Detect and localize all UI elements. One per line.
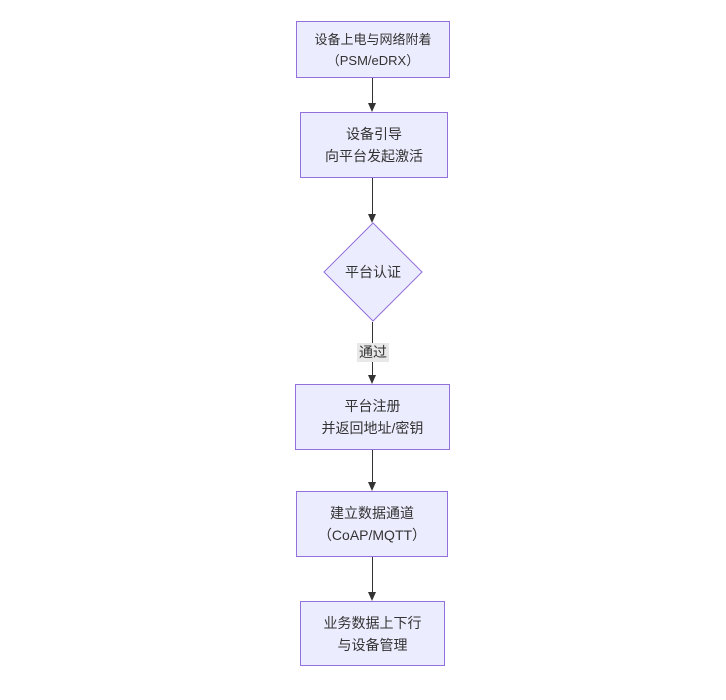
arrow-head-icon (368, 482, 376, 491)
arrow-head-icon (368, 375, 376, 384)
arrow-line (372, 178, 373, 215)
arrow-head-icon (368, 592, 376, 601)
node-label-line: 与设备管理 (337, 636, 408, 653)
node-device-power-on: 设备上电与网络附着 （PSM/eDRX） (296, 21, 450, 78)
flow-arrow-2 (368, 178, 377, 223)
node-label-line: 业务数据上下行 (323, 614, 422, 631)
node-data-channel: 建立数据通道 （CoAP/MQTT） (296, 491, 448, 557)
node-label-line: 设备上电与网络附着 (314, 31, 432, 47)
arrow-line (372, 557, 373, 593)
edge-label-pass: 通过 (357, 343, 389, 362)
node-platform-register: 平台注册 并返回地址/密钥 (295, 384, 450, 450)
node-label-line: （CoAP/MQTT） (317, 527, 427, 543)
flow-arrow-1 (368, 78, 377, 112)
arrow-line (372, 450, 373, 483)
flow-arrow-5 (368, 557, 377, 601)
node-device-bootstrap: 设备引导 向平台发起激活 (300, 112, 448, 178)
node-label-line: 平台注册 (344, 398, 401, 414)
arrow-line (372, 78, 373, 104)
node-business-data: 业务数据上下行 与设备管理 (300, 601, 445, 666)
node-label-line: 建立数据通道 (330, 505, 414, 521)
node-label-line: （PSM/eDRX） (326, 52, 420, 68)
node-label-line: 设备引导 (346, 126, 402, 142)
arrow-head-icon (368, 103, 376, 112)
flow-arrow-4 (368, 450, 377, 491)
node-label-line: 平台认证 (345, 264, 401, 280)
node-label-line: 并返回地址/密钥 (321, 420, 424, 436)
diamond-shape (323, 222, 423, 322)
node-decision-platform-auth: 平台认证 (323, 222, 423, 322)
node-label-line: 向平台发起激活 (325, 148, 423, 164)
arrow-head-icon (368, 214, 376, 223)
